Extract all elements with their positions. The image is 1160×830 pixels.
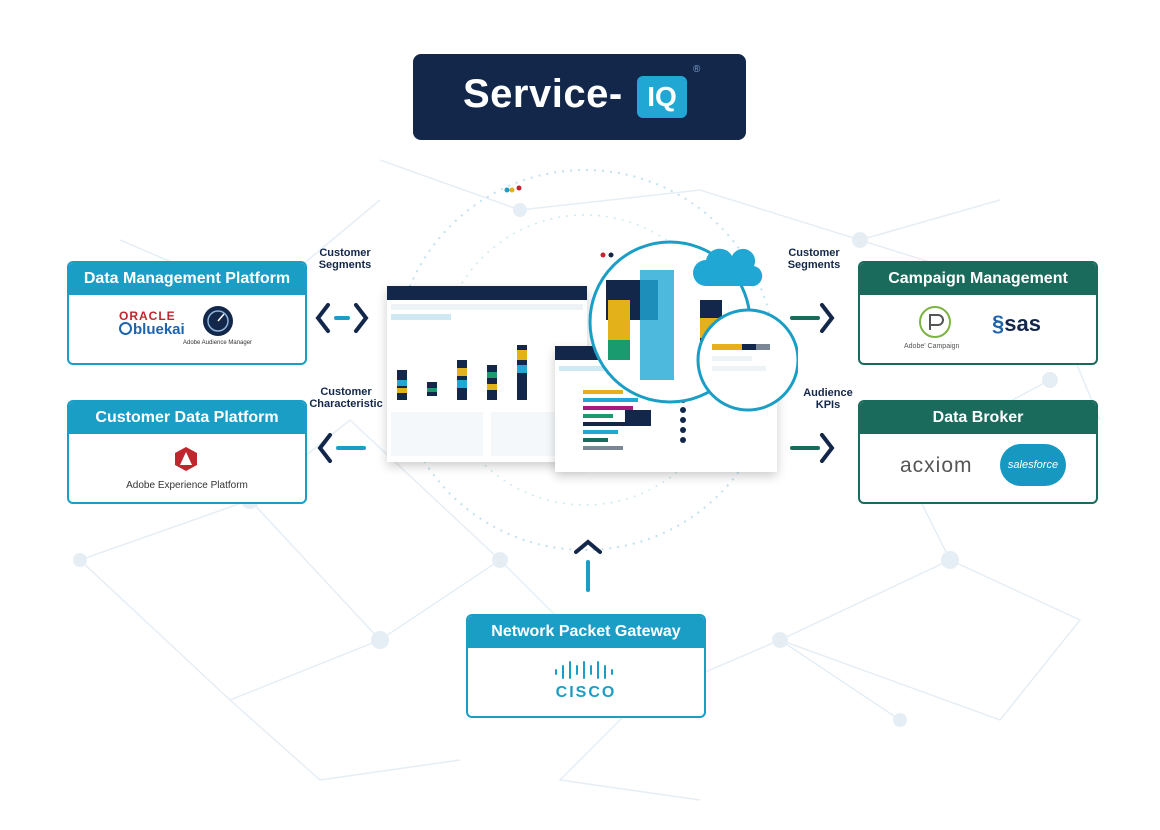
cisco-bars-icon [555,661,613,679]
arrow-left-icon [315,303,330,333]
adobe-experience-platform-label: Adobe Experience Platform [126,480,248,491]
up-arrow [574,539,602,592]
box-data-management-platform: Data Management Platform ORACLE bluekai … [67,261,307,365]
arrow-left-icon [317,433,332,463]
dashboard-screenshot-main [387,286,587,462]
sas-logo: §sas [992,311,1041,336]
dashboard-second-chart [559,366,686,450]
adobe-experience-platform-icon [175,447,197,471]
salesforce-logo: salesforce [1000,444,1066,486]
box-title: Customer Data Platform [69,402,305,434]
registered-mark: ® [693,64,701,75]
box-data-broker: Data Broker acxiom salesforce [858,400,1098,504]
dashboard-main-chart [391,304,583,456]
cisco-logo: CISCO [555,684,617,701]
bluekai-logo: bluekai [119,321,185,338]
service-iq-logo: Service- IQ ® [413,54,746,140]
arrow-right-icon [820,303,835,333]
adobe-campaign-label: Adobe' Campaign [904,343,960,350]
adobe-audience-manager-icon [203,306,233,336]
right-arrows [790,303,835,463]
left-arrows [315,303,369,463]
arrow-right-icon [820,433,835,463]
arrow-right-icon [354,303,369,333]
acxiom-logo: acxiom [900,454,973,477]
cloud-icon [693,248,763,287]
box-campaign-management-system: Campaign Management System Adobe' Campai… [858,261,1098,365]
box-title: Data Broker [860,402,1096,434]
adobe-audience-manager-label: Adobe Audience Manager [183,340,253,346]
arrow-up-icon [574,539,602,554]
box-network-packet-gateway: Network Packet Gateway CISCO [466,614,706,718]
logo-word: Service- [463,72,623,116]
box-title: Data Management Platform [69,263,305,295]
zoom-magnifier [588,240,798,412]
logo-iq-badge: IQ [637,76,687,118]
oracle-logo: ORACLE [119,309,176,323]
box-title: Campaign Management System [860,263,1096,319]
box-title: Network Packet Gateway [468,616,704,648]
adobe-campaign-icon [919,306,951,338]
box-customer-data-platform: Customer Data Platform Adobe Experience … [67,400,307,504]
